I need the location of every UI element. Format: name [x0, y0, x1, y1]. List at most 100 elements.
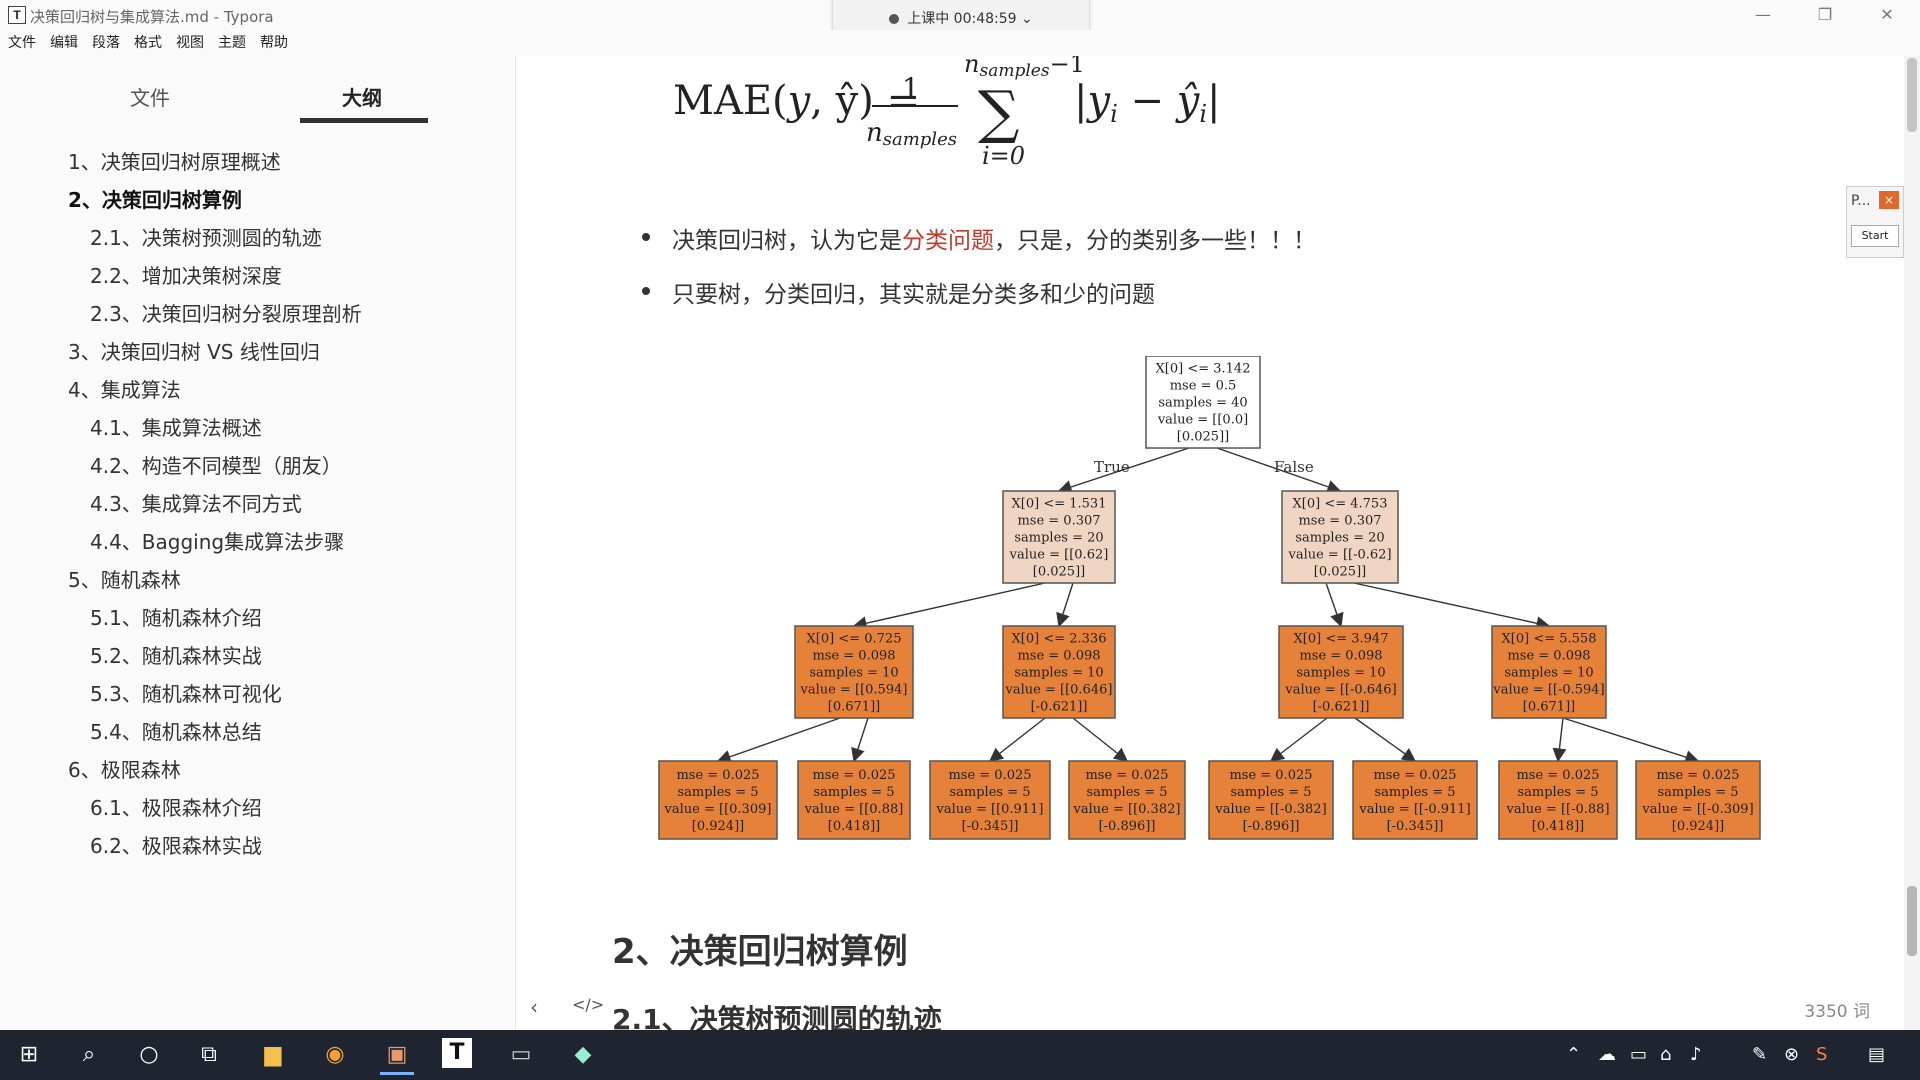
edge-label-false: False [1274, 458, 1314, 476]
tree-node-box [929, 760, 1051, 840]
tree-node-text: [0.671]] [1523, 700, 1575, 715]
formula-denominator: nsamples [866, 118, 957, 150]
outline-item[interactable]: 6、极限森林 [68, 758, 181, 782]
menu-help[interactable]: 帮助 [260, 35, 288, 51]
tree-node-text: value = [[0.911] [936, 802, 1044, 817]
battery-icon[interactable]: ▭ [1630, 1044, 1648, 1065]
widget-title: P... [1851, 193, 1871, 209]
outline-item[interactable]: 4.2、构造不同模型（朋友） [90, 454, 342, 478]
chevron-down-icon: ⌄ [1016, 11, 1033, 27]
tree-node-text: X[0] <= 3.947 [1294, 632, 1389, 647]
tree-node-text: samples = 5 [1657, 785, 1738, 800]
pen-icon[interactable]: ✎ [1752, 1044, 1768, 1065]
outline-item[interactable]: 2.2、增加决策树深度 [90, 264, 282, 288]
list-item: 只要树，分类回归，其实就是分类多和少的问题 [626, 275, 1316, 309]
outline-item[interactable]: 6.1、极限森林介绍 [90, 796, 262, 820]
outline-item[interactable]: 4.1、集成算法概述 [90, 416, 262, 440]
word-count[interactable]: 3350 词 [1804, 1002, 1870, 1022]
outline-item[interactable]: 5.1、随机森林介绍 [90, 606, 262, 630]
outline-item[interactable]: 5、随机森林 [68, 568, 181, 592]
windows-start-icon[interactable]: ⊞ [19, 1042, 39, 1067]
task-view-icon[interactable]: ⧉ [201, 1042, 217, 1067]
tree-node-text: samples = 20 [1295, 531, 1384, 546]
outline-item[interactable]: 4、集成算法 [68, 378, 181, 402]
tree-edge [1216, 447, 1342, 494]
tree-node-text: X[0] <= 3.142 [1156, 362, 1251, 377]
tab-files[interactable]: 文件 [130, 86, 170, 110]
file-explorer-icon[interactable]: ▆ [264, 1042, 282, 1067]
outline-item[interactable]: 1、决策回归树原理概述 [68, 150, 281, 174]
outline-item[interactable]: 4.3、集成算法不同方式 [90, 492, 302, 516]
tree-node-text: [-0.621]] [1313, 700, 1370, 715]
active-tab-indicator [300, 118, 428, 123]
tree-node-text: mse = 0.098 [1017, 649, 1100, 664]
editor-area[interactable]: MAE(𝑦, ŷ) = 1 nsamples nsamples−1 ∑ i=0 … [516, 56, 1904, 1036]
outline-item[interactable]: 5.4、随机森林总结 [90, 720, 262, 744]
widget-start-button[interactable]: Start [1851, 225, 1899, 247]
tree-node-text: value = [[-0.309] [1641, 802, 1753, 817]
typora-app-icon: T [8, 6, 26, 24]
tree-node-text: value = [[0.0] [1157, 413, 1248, 428]
tree-node-text: value = [[0.88] [804, 802, 904, 817]
menu-theme[interactable]: 主题 [218, 35, 246, 51]
sum-symbol: ∑ [978, 78, 1019, 146]
volume-icon[interactable]: ♪ [1690, 1044, 1702, 1065]
notification-icon[interactable]: ▤ [1868, 1044, 1886, 1065]
vertical-scrollbar[interactable] [1904, 56, 1920, 1030]
scrollbar-thumb-lower[interactable] [1907, 886, 1917, 956]
tree-edge [1056, 582, 1074, 628]
tree-node-text: X[0] <= 1.531 [1012, 497, 1107, 512]
tree-node-text: samples = 40 [1158, 396, 1247, 411]
tree-node-text: mse = 0.025 [948, 768, 1031, 783]
close-button[interactable]: ✕ [1880, 5, 1894, 24]
tree-node-box [1002, 490, 1116, 584]
tree-node-text: mse = 0.025 [1516, 768, 1599, 783]
outline-item[interactable]: 5.2、随机森林实战 [90, 644, 262, 668]
outline-item[interactable]: 3、决策回归树 VS 线性回归 [68, 340, 320, 364]
code-icon[interactable]: </> [572, 995, 605, 1014]
outline-item[interactable]: 4.4、Bagging集成算法步骤 [90, 530, 345, 554]
tree-edge [1057, 447, 1190, 494]
menu-format[interactable]: 格式 [134, 35, 162, 51]
terminal-icon[interactable]: ▭ [510, 1042, 532, 1067]
outline-item[interactable]: 2.3、决策回归树分裂原理剖析 [90, 302, 362, 326]
outline-item[interactable]: 2、决策回归树算例 [68, 188, 242, 212]
chrome-icon[interactable]: ◉ [325, 1042, 345, 1067]
menu-view[interactable]: 视图 [176, 35, 204, 51]
outline-item[interactable]: 6.2、极限森林实战 [90, 834, 262, 858]
widget-close-button[interactable]: × [1879, 191, 1899, 209]
tree-node-text: samples = 5 [813, 785, 894, 800]
tree-node-text: samples = 10 [1504, 666, 1593, 681]
scrollbar-thumb[interactable] [1907, 58, 1917, 132]
cortana-icon[interactable]: ○ [139, 1042, 159, 1067]
maximize-button[interactable]: ❐ [1817, 5, 1833, 24]
search-icon[interactable]: ⌕ [82, 1042, 96, 1067]
app-icon[interactable]: ◆ [574, 1042, 592, 1067]
chevron-left-icon[interactable]: ‹ [530, 995, 538, 1019]
tree-edge [1072, 717, 1129, 762]
tree-node-box [794, 625, 914, 719]
menu-edit[interactable]: 编辑 [50, 35, 78, 51]
network-icon[interactable]: ⌂ [1660, 1044, 1672, 1065]
outline-item[interactable]: 2.1、决策树预测圆的轨迹 [90, 226, 322, 250]
media-app-icon[interactable]: ▣ [380, 1038, 414, 1075]
tree-node-text: [-0.896]] [1099, 819, 1156, 834]
floating-widget: P... × Start [1846, 186, 1904, 258]
menu-paragraph[interactable]: 段落 [92, 35, 120, 51]
tree-node-text: [0.025]] [1314, 565, 1366, 580]
tab-outline[interactable]: 大纲 [342, 86, 382, 110]
input-method-icon[interactable]: S [1816, 1044, 1828, 1065]
tray-chevron-up-icon[interactable]: ⌃ [1566, 1044, 1582, 1065]
outline-item[interactable]: 5.3、随机森林可视化 [90, 682, 282, 706]
stop-icon[interactable]: ⊗ [1784, 1044, 1800, 1065]
minimize-button[interactable]: — [1755, 5, 1771, 24]
tree-node-text: samples = 10 [809, 666, 898, 681]
cloud-icon[interactable]: ☁ [1598, 1044, 1616, 1065]
menu-file[interactable]: 文件 [8, 35, 36, 51]
typora-icon[interactable]: T [442, 1038, 472, 1068]
